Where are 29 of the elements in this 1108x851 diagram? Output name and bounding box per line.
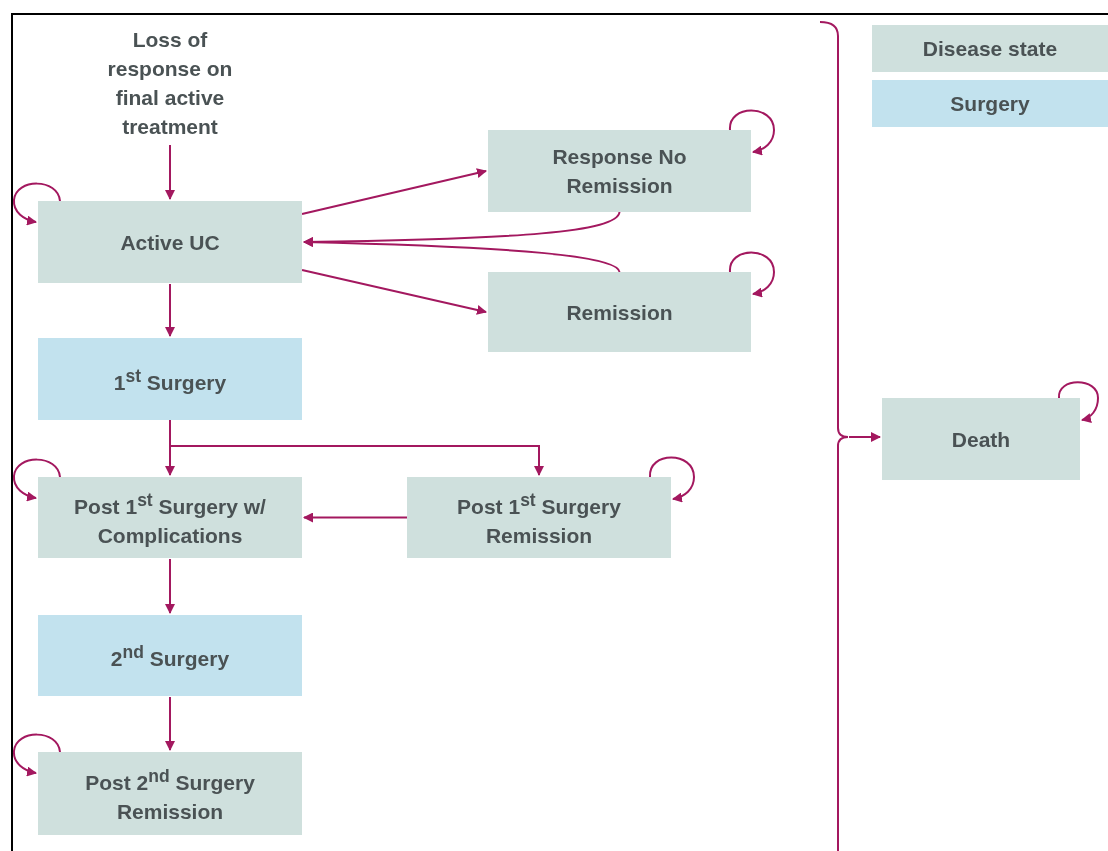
state-box: Post 1$^{st}$ Surgery Remission (407, 477, 671, 558)
arrow (303, 512, 408, 523)
loop-arrow (649, 456, 695, 502)
curly-brace (819, 21, 849, 851)
loop-arrow (13, 458, 61, 502)
arrow (165, 283, 175, 337)
text-label: Loss of response on final active treatment (85, 22, 255, 144)
state-box: Post 1$^{st}$ Surgery w/ Complications (38, 477, 302, 558)
loop-arrow (729, 109, 775, 155)
surgery-box: 2$^{nd}$ Surgery (38, 615, 302, 696)
surgery-box: 1$^{st}$ Surgery (38, 338, 302, 420)
loop-arrow (13, 733, 61, 777)
state-box: Remission (488, 272, 751, 352)
arrow (303, 237, 621, 273)
legend-swatch: Disease state (872, 25, 1108, 72)
state-box: Post 2$^{nd}$ Surgery Remission (38, 752, 302, 835)
state-box: Active UC (38, 201, 302, 283)
state-box: Response No Remission (488, 130, 751, 212)
state-box: Death (882, 398, 1080, 480)
legend-swatch: Surgery (872, 80, 1108, 127)
loop-arrow (729, 251, 775, 297)
arrow (165, 558, 175, 614)
arrow (165, 144, 175, 200)
arrow (301, 269, 487, 315)
loop-arrow (13, 182, 61, 226)
arrow (165, 696, 175, 751)
arrow (848, 432, 881, 442)
arrow (301, 168, 487, 215)
loop-arrow (1058, 381, 1099, 423)
